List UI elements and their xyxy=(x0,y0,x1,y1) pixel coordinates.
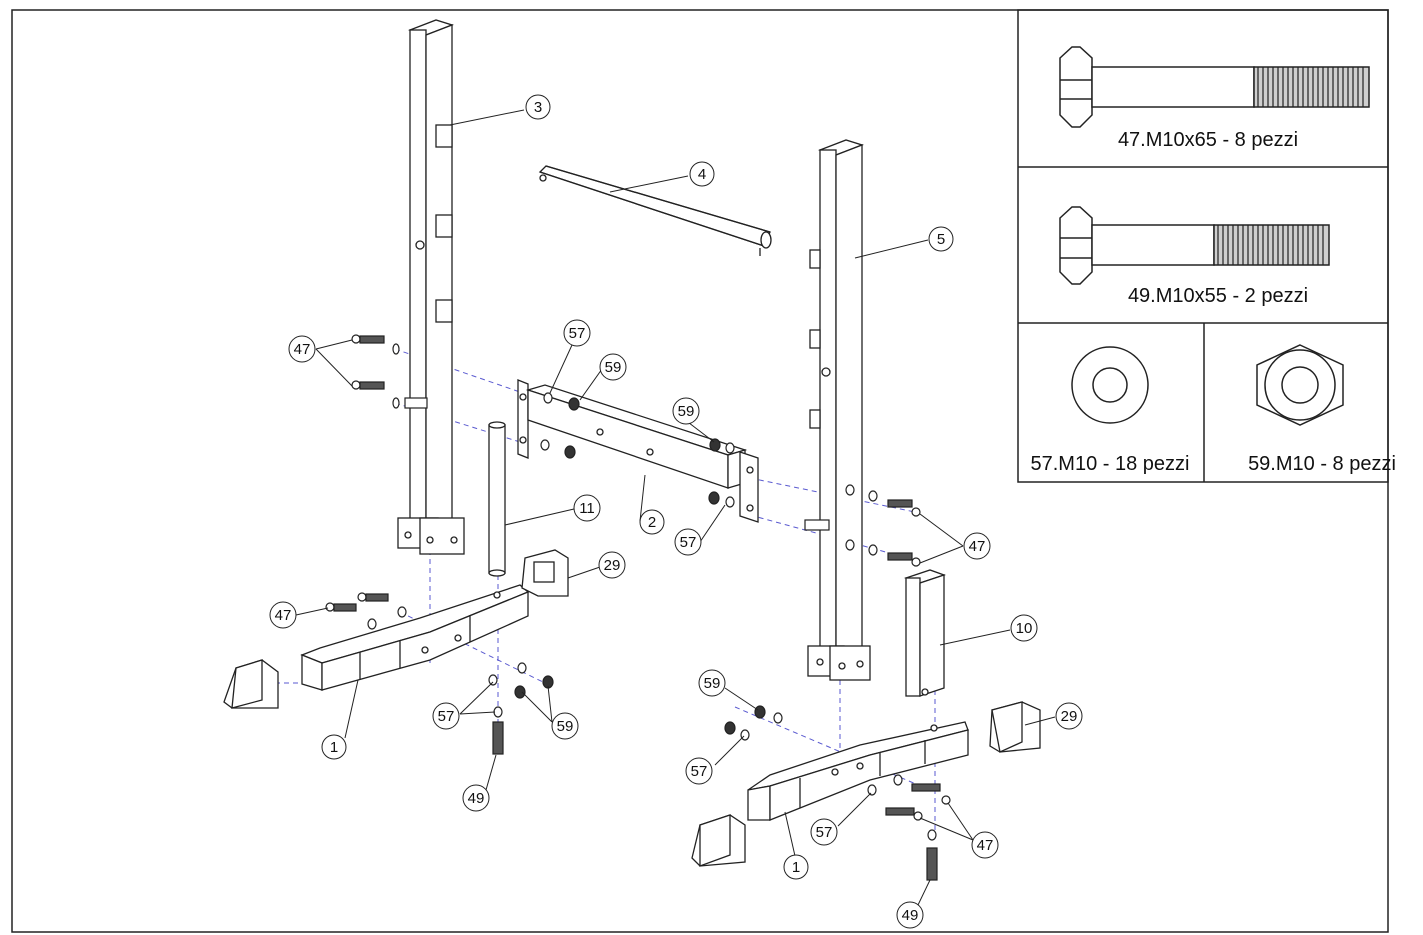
callout-number: 59 xyxy=(557,718,574,735)
callout-number: 57 xyxy=(816,824,833,841)
callout-circle xyxy=(810,818,838,846)
callout-part-47-a: 47 xyxy=(288,335,316,363)
callout-part-59-b: 59 xyxy=(672,397,700,425)
callout-part-10: 10 xyxy=(1010,614,1038,642)
callout-leader-lines xyxy=(295,109,1056,906)
hardware-legend xyxy=(1017,9,1389,483)
callout-part-1-b: 1 xyxy=(783,854,809,880)
callout-number: 59 xyxy=(605,359,622,376)
callout-circle xyxy=(896,901,924,929)
callout-circle xyxy=(689,161,715,187)
callout-circle xyxy=(573,494,601,522)
part-10-short-post xyxy=(904,569,946,697)
callout-number: 2 xyxy=(648,514,656,531)
callout-circle xyxy=(1010,614,1038,642)
callout-part-47-d: 47 xyxy=(971,831,999,859)
callout-number: 47 xyxy=(275,607,292,624)
callout-number: 57 xyxy=(569,325,586,342)
callout-circle xyxy=(698,669,726,697)
callout-part-59-d: 59 xyxy=(551,712,579,740)
legend-label-bolt-short: 49.M10x55 - 2 pezzi xyxy=(1128,285,1308,307)
part-5-right-upright xyxy=(807,139,871,681)
hardware-fasteners xyxy=(325,334,951,881)
callout-number: 4 xyxy=(698,166,706,183)
callout-circle xyxy=(674,528,702,556)
part-2-crossbeam xyxy=(517,379,759,523)
callout-circle xyxy=(599,353,627,381)
callout-part-3: 3 xyxy=(525,94,551,120)
callout-number: 5 xyxy=(937,231,945,248)
callout-number: 3 xyxy=(534,99,542,116)
callout-circle xyxy=(432,702,460,730)
part-11-post xyxy=(488,421,506,577)
callout-circle xyxy=(269,601,297,629)
callout-part-29-b: 29 xyxy=(1055,702,1083,730)
washer-m10-icon xyxy=(1071,346,1149,424)
part-4-bar xyxy=(538,165,772,256)
part-1-left-base xyxy=(300,584,530,691)
bolt-m10x55-icon xyxy=(1059,206,1330,285)
callout-circle xyxy=(598,551,626,579)
part-1-right-base xyxy=(747,721,969,821)
callout-part-57-b: 57 xyxy=(674,528,702,556)
callout-circle xyxy=(639,509,665,535)
legend-label-nut: 59.M10 - 8 pezzi xyxy=(1248,453,1396,475)
callout-number: 49 xyxy=(468,790,485,807)
callout-circle xyxy=(783,854,809,880)
legend-label-washer: 57.M10 - 18 pezzi xyxy=(1031,453,1190,475)
callout-circle xyxy=(563,319,591,347)
callout-number: 10 xyxy=(1016,620,1033,637)
bolt-m10x65-icon xyxy=(1059,46,1370,128)
part-3-left-upright xyxy=(397,19,465,555)
callout-circle xyxy=(1055,702,1083,730)
callout-number: 11 xyxy=(579,500,595,517)
callout-circle xyxy=(462,784,490,812)
callout-number: 29 xyxy=(1061,708,1078,725)
callout-number: 47 xyxy=(969,538,986,555)
callout-part-57-d: 57 xyxy=(685,757,713,785)
callout-circle xyxy=(963,532,991,560)
callout-part-57-e: 57 xyxy=(810,818,838,846)
callout-number: 57 xyxy=(438,708,455,725)
callout-part-11: 11 xyxy=(573,494,601,522)
legend-label-bolt-long: 47.M10x65 - 8 pezzi xyxy=(1118,129,1298,151)
callout-number: 57 xyxy=(680,534,697,551)
callout-number: 29 xyxy=(604,557,621,574)
callouts: 3 4 5 47 57 59 59 11 2 57 47 29 47 10 59… xyxy=(269,94,1083,929)
callout-number: 49 xyxy=(902,907,919,924)
callout-number: 1 xyxy=(792,859,800,876)
legend-border xyxy=(1017,9,1389,483)
part-29-end-caps xyxy=(223,549,1041,867)
callout-circle xyxy=(672,397,700,425)
callout-part-59-c: 59 xyxy=(698,669,726,697)
callout-number: 59 xyxy=(704,675,721,692)
callout-number: 59 xyxy=(678,403,695,420)
callout-part-47-c: 47 xyxy=(269,601,297,629)
callout-circle xyxy=(288,335,316,363)
callout-part-57-a: 57 xyxy=(563,319,591,347)
nut-m10-icon xyxy=(1256,344,1344,426)
callout-part-57-c: 57 xyxy=(432,702,460,730)
callout-part-5: 5 xyxy=(928,226,954,252)
callout-part-47-b: 47 xyxy=(963,532,991,560)
callout-number: 1 xyxy=(330,739,338,756)
callout-circle xyxy=(928,226,954,252)
callout-number: 47 xyxy=(294,341,311,358)
callout-part-2: 2 xyxy=(639,509,665,535)
callout-part-59-a: 59 xyxy=(599,353,627,381)
callout-part-49-a: 49 xyxy=(462,784,490,812)
callout-part-49-b: 49 xyxy=(896,901,924,929)
callout-circle xyxy=(321,734,347,760)
callout-part-4: 4 xyxy=(689,161,715,187)
callout-part-29-a: 29 xyxy=(598,551,626,579)
callout-circle xyxy=(551,712,579,740)
callout-number: 57 xyxy=(691,763,708,780)
callout-circle xyxy=(685,757,713,785)
callout-part-1-a: 1 xyxy=(321,734,347,760)
callout-number: 47 xyxy=(977,837,994,854)
callout-circle xyxy=(971,831,999,859)
callout-circle xyxy=(525,94,551,120)
